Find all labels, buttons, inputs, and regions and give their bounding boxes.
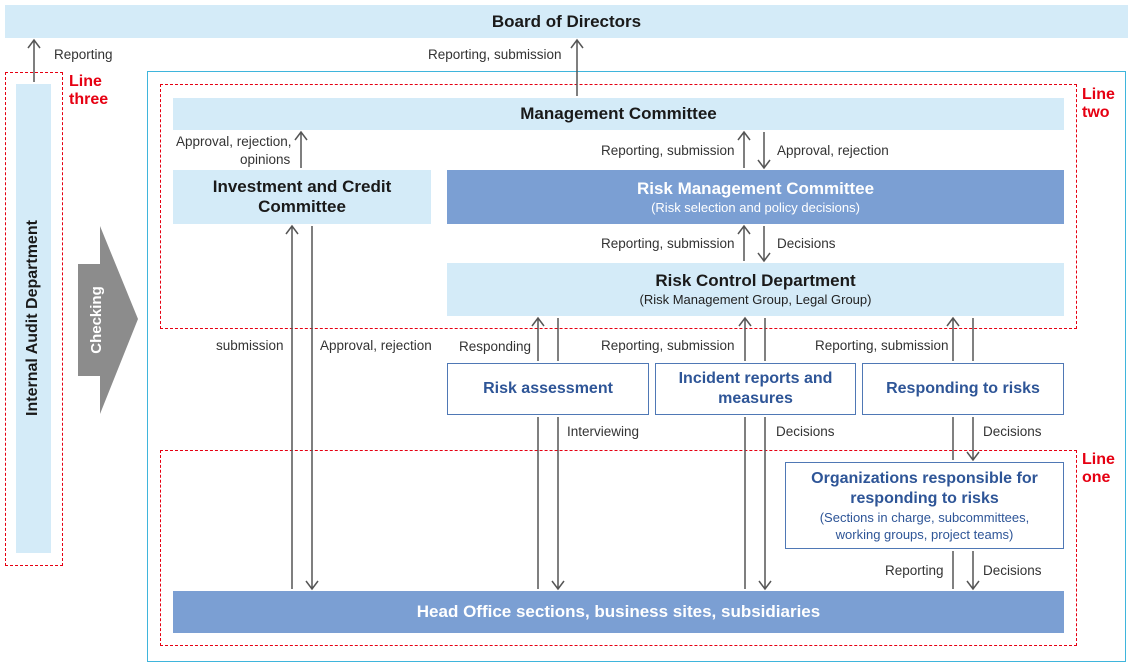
arrow-ra-to-ho: [551, 417, 565, 591]
incident-reports-box: Incident reports and measures: [655, 363, 856, 415]
arrow-rmc-to-rcd: [757, 226, 771, 263]
arrow-ra-to-rcd: [531, 316, 545, 361]
risk-control-department: Risk Control Department (Risk Management…: [447, 263, 1064, 316]
label-approval-rejection-opinions-1: Approval, rejection,: [176, 134, 292, 149]
arrow-rcd-to-rmc: [737, 224, 751, 261]
arrow-inv-to-mc: [294, 130, 308, 168]
arrow-rr-to-org: [966, 417, 980, 462]
investment-credit-committee: Investment and Credit Committee: [173, 170, 431, 224]
label-interviewing: Interviewing: [567, 424, 640, 439]
arrow-ho-to-inv: [285, 224, 299, 589]
management-committee: Management Committee: [173, 98, 1064, 130]
board-title: Board of Directors: [491, 11, 642, 31]
arrow-audit-to-board: [27, 38, 41, 82]
label-approval-rejection-mc: Approval, rejection: [777, 143, 889, 158]
line-one-region: [160, 450, 1077, 646]
responding-to-risks-box: Responding to risks: [862, 363, 1064, 415]
rmc-subtitle: (Risk selection and policy decisions): [651, 199, 860, 215]
label-reporting-org: Reporting: [885, 563, 944, 578]
label-reporting-submission-top: Reporting, submission: [428, 47, 562, 62]
board-of-directors: Board of Directors: [5, 5, 1128, 38]
label-responding: Responding: [459, 339, 532, 354]
label-decisions-rmc: Decisions: [777, 236, 836, 251]
label-decisions-org: Decisions: [983, 563, 1042, 578]
label-decisions-mid: Decisions: [776, 424, 835, 439]
management-committee-title: Management Committee: [520, 104, 717, 123]
label-approval-rejection-opinions-2: opinions: [240, 152, 291, 167]
organizations-responsible-box: Organizations responsible for responding…: [785, 462, 1064, 549]
arrow-inv-to-ho: [305, 226, 319, 591]
arrow-ir-to-ho: [758, 417, 772, 591]
organization-frame: [147, 71, 1126, 662]
rmc-title: Risk Management Committee: [636, 178, 875, 198]
label-reporting-submission-right: Reporting, submission: [815, 338, 949, 353]
label-reporting-left: Reporting: [54, 47, 113, 62]
rcd-title: Risk Control Department: [655, 271, 856, 290]
label-reporting-submission-mc: Reporting, submission: [601, 143, 735, 158]
label-decisions-right: Decisions: [983, 424, 1042, 439]
risk-management-committee: Risk Management Committee (Risk selectio…: [447, 170, 1064, 224]
label-reporting-submission-rmc: Reporting, submission: [601, 236, 735, 251]
label-reporting-submission-mid: Reporting, submission: [601, 338, 735, 353]
rcd-subtitle: (Risk Management Group, Legal Group): [639, 292, 872, 307]
risk-assessment-box: Risk assessment: [447, 363, 649, 415]
arrow-org-to-ho: [966, 551, 980, 591]
line-two-region: [160, 84, 1077, 329]
internal-audit-department: [16, 84, 51, 553]
arrow-rmc-to-mc: [737, 130, 751, 168]
label-approval-rejection-inv: Approval, rejection: [320, 338, 432, 353]
arrow-mc-to-rmc: [757, 132, 771, 170]
head-office-box: Head Office sections, business sites, su…: [173, 591, 1064, 633]
arrow-ir-to-rcd: [738, 316, 752, 361]
arrow-rr-to-rcd: [946, 316, 960, 361]
checking-arrow: [78, 226, 138, 414]
label-submission: submission: [216, 338, 284, 353]
arrow-mc-to-board: [570, 38, 584, 96]
